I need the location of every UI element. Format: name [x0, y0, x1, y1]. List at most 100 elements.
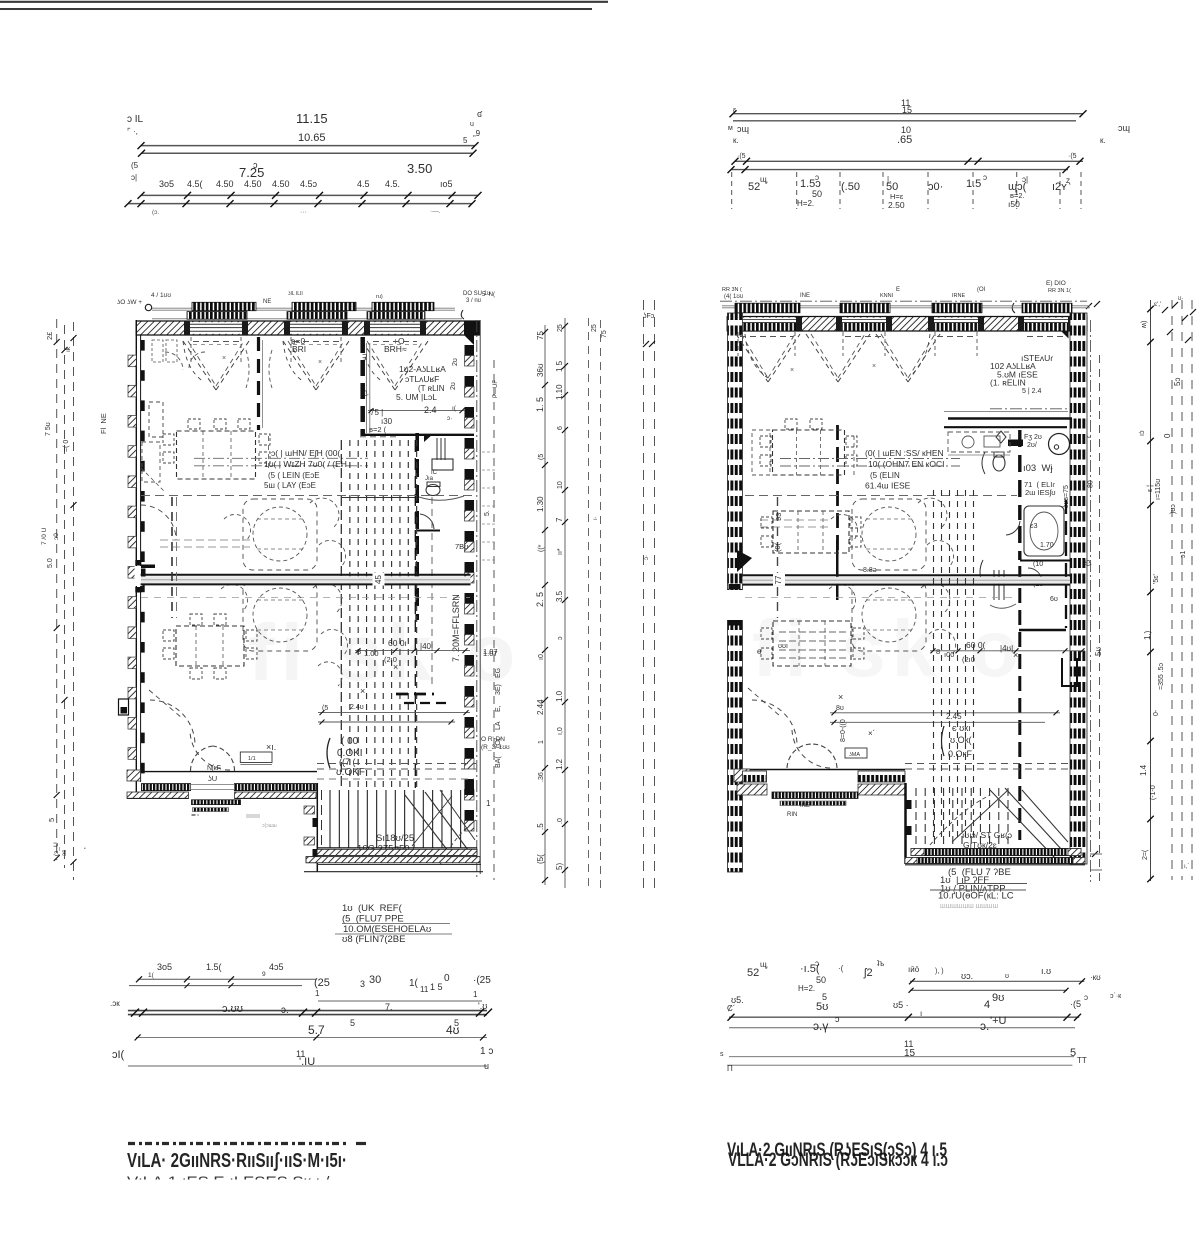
- svg-text:VıLA·2 GııNRıS (RʖESıS(ɔSɔ) 4: VıLA·2 GııNRıS (RʖESıS(ɔSɔ) 4 ı.5: [727, 1140, 947, 1161]
- svg-text:5.7: 5.7: [308, 1023, 325, 1037]
- svg-text:10.ґU(өOF(кL: LС: 10.ґU(өOF(кL: LС: [938, 891, 1014, 902]
- svg-text:ɔ·: ɔ·: [644, 555, 650, 560]
- svg-text:7 5ʊ: 7 5ʊ: [45, 422, 52, 436]
- svg-text:5: 5: [1070, 1047, 1076, 1059]
- svg-text:1(: 1(: [409, 978, 419, 989]
- svg-text:5: 5: [454, 1018, 459, 1028]
- svg-text:(.50: (.50: [841, 181, 860, 193]
- svg-text:60 0ı: 60 0ı: [388, 638, 407, 648]
- svg-text:є ʊкı: є ʊкı: [952, 723, 971, 733]
- svg-text:8.8ə: 8.8ə: [863, 567, 877, 574]
- svg-text:ıӣӧ: ıӣӧ: [908, 965, 920, 974]
- svg-text:5: 5: [350, 1018, 355, 1028]
- svg-text:11: 11: [420, 985, 429, 994]
- svg-text:3.5: 3.5: [555, 590, 564, 602]
- svg-text:(ɔ_U: (ɔ_U: [53, 842, 60, 856]
- svg-text:4.5.: 4.5.: [385, 179, 400, 189]
- svg-text:ʖFɔ: ʖFɔ: [643, 313, 655, 320]
- svg-text:4.5: 4.5: [357, 179, 370, 189]
- svg-text:ɔ: ɔ: [253, 160, 258, 170]
- svg-text:ɾ: ɾ: [1086, 435, 1093, 438]
- svg-text:(5: (5: [131, 161, 139, 170]
- svg-text:RR 3N 1(: RR 3N 1(: [1048, 288, 1071, 294]
- svg-text:)ʊɔ: )ʊɔ: [1170, 504, 1177, 514]
- svg-text:ɔɰ: ɔɰ: [737, 124, 749, 134]
- svg-text:77: 77: [774, 575, 783, 584]
- svg-text:ı2ʏ: ı2ʏ: [1052, 181, 1067, 193]
- svg-text:u: u: [470, 121, 474, 128]
- svg-text:ı03 Wɉ: ı03 Wɉ: [1023, 463, 1053, 474]
- svg-text:75: 75: [536, 331, 545, 340]
- svg-text:ı(: ı(: [452, 405, 457, 412]
- svg-text:(R_3/ 1ʊʊ: (R_3/ 1ʊʊ: [481, 744, 510, 751]
- svg-text:'5ɛ': '5ɛ': [1153, 574, 1160, 584]
- svg-text:(OI: (OI: [977, 287, 986, 293]
- svg-text:ɔ0: ɔ0: [53, 533, 60, 540]
- svg-text:4.50: 4.50: [244, 179, 262, 189]
- svg-text:ɰ̡: ɰ̡: [760, 175, 768, 184]
- svg-text:11: 11: [904, 1039, 913, 1049]
- svg-text:⌜ ·,: ⌜ ·,: [127, 127, 138, 136]
- svg-text:Ȼ´: Ȼ´: [727, 1004, 735, 1013]
- svg-text:102 AʖLLʁA: 102 AʖLLʁA: [990, 361, 1036, 371]
- svg-text:6: 6: [557, 426, 564, 430]
- svg-text:52: 52: [747, 967, 759, 979]
- svg-text:2.4: 2.4: [424, 405, 437, 415]
- svg-text:ıC: ıC: [431, 470, 438, 476]
- svg-text:ı: ı: [920, 1009, 922, 1018]
- svg-text:1.2: 1.2: [555, 758, 564, 770]
- svg-text:Jıa: Jıa: [425, 476, 434, 482]
- svg-text:2ɯ IESʃʊ: 2ɯ IESʃʊ: [1025, 488, 1056, 497]
- svg-text:|40|: |40|: [420, 642, 433, 651]
- svg-text:1(: 1(: [148, 972, 155, 979]
- svg-text:(5 (FLU 7 ʔBE: (5 (FLU 7 ʔBE: [948, 867, 1011, 878]
- svg-text:·(5: ·(5: [1070, 999, 1081, 1009]
- svg-text:4.50: 4.50: [216, 179, 234, 189]
- svg-text:ɰɔ(: ɰɔ(: [1008, 181, 1027, 193]
- svg-text:11: 11: [296, 1049, 305, 1059]
- svg-text:·ı.5(: ·ı.5(: [800, 963, 820, 975]
- svg-text:fi sk o: fi sk o: [752, 604, 1025, 693]
- svg-text:(ɔ.: (ɔ.: [152, 209, 159, 216]
- svg-text:1. 5: 1. 5: [535, 397, 545, 412]
- svg-text:1.07: 1.07: [483, 647, 498, 656]
- svg-text:(5(: (5(: [536, 854, 545, 864]
- svg-text:7: 7: [555, 517, 564, 522]
- svg-text:5.: 5.: [484, 510, 491, 516]
- svg-text:10( (OHN7 EN кOCI: 10( (OHN7 EN кOCI: [868, 459, 944, 469]
- svg-text:ıNE: ıNE: [800, 803, 810, 809]
- svg-text:ɔ( | ɯHN/ EʃH (00(: ɔ( | ɯHN/ EʃH (00(: [271, 448, 340, 458]
- svg-text:ʖIL ILII: ʖIL ILII: [288, 291, 303, 297]
- svg-text:ʇъ: ʇъ: [877, 959, 884, 968]
- svg-text:ıU: ıU: [362, 353, 369, 360]
- svg-text:1: 1: [538, 740, 545, 744]
- svg-text:10.65: 10.65: [298, 132, 326, 144]
- svg-text:45: 45: [374, 575, 383, 584]
- svg-text:8ʊ: 8ʊ: [836, 705, 844, 712]
- svg-text:.36: .36: [538, 772, 545, 782]
- svg-text:93: 93: [774, 513, 783, 521]
- svg-text:ɔ: ɔ: [557, 636, 564, 640]
- svg-text:×: ×: [1013, 650, 1018, 660]
- svg-text:H=2.: H=2.: [797, 199, 814, 208]
- svg-text:ɔ: ɔ: [815, 959, 819, 968]
- svg-text:8=0-((0: 8=0-((0: [840, 719, 847, 742]
- svg-text:ɔ|: ɔ|: [1022, 175, 1028, 184]
- svg-text:0-: 0-: [1153, 709, 1160, 716]
- svg-text:ɔ: ɔ: [835, 1014, 840, 1024]
- svg-text:ɔɛ: ɔɛ: [61, 850, 68, 856]
- svg-text:ʖMA: ʖMA: [849, 752, 860, 758]
- svg-text:3o5: 3o5: [159, 179, 174, 189]
- svg-text:ʐ: ʐ: [1066, 176, 1071, 185]
- svg-text:5.0: 5.0: [47, 558, 54, 568]
- svg-text:9ʊ: 9ʊ: [992, 992, 1004, 1004]
- svg-text:E,: E,: [495, 705, 502, 712]
- svg-text:(-1-0: (-1-0: [1150, 785, 1157, 800]
- svg-text:3.50: 3.50: [407, 161, 432, 176]
- svg-text:BRH≈: BRH≈: [384, 344, 407, 354]
- svg-text:8: 8: [936, 647, 940, 656]
- svg-text:1 5: 1 5: [555, 360, 564, 372]
- svg-text:ɔ1: ɔ1: [1180, 551, 1187, 559]
- svg-text:3 / nʊ: 3 / nʊ: [466, 298, 482, 304]
- svg-text:((*: ((*: [538, 544, 545, 552]
